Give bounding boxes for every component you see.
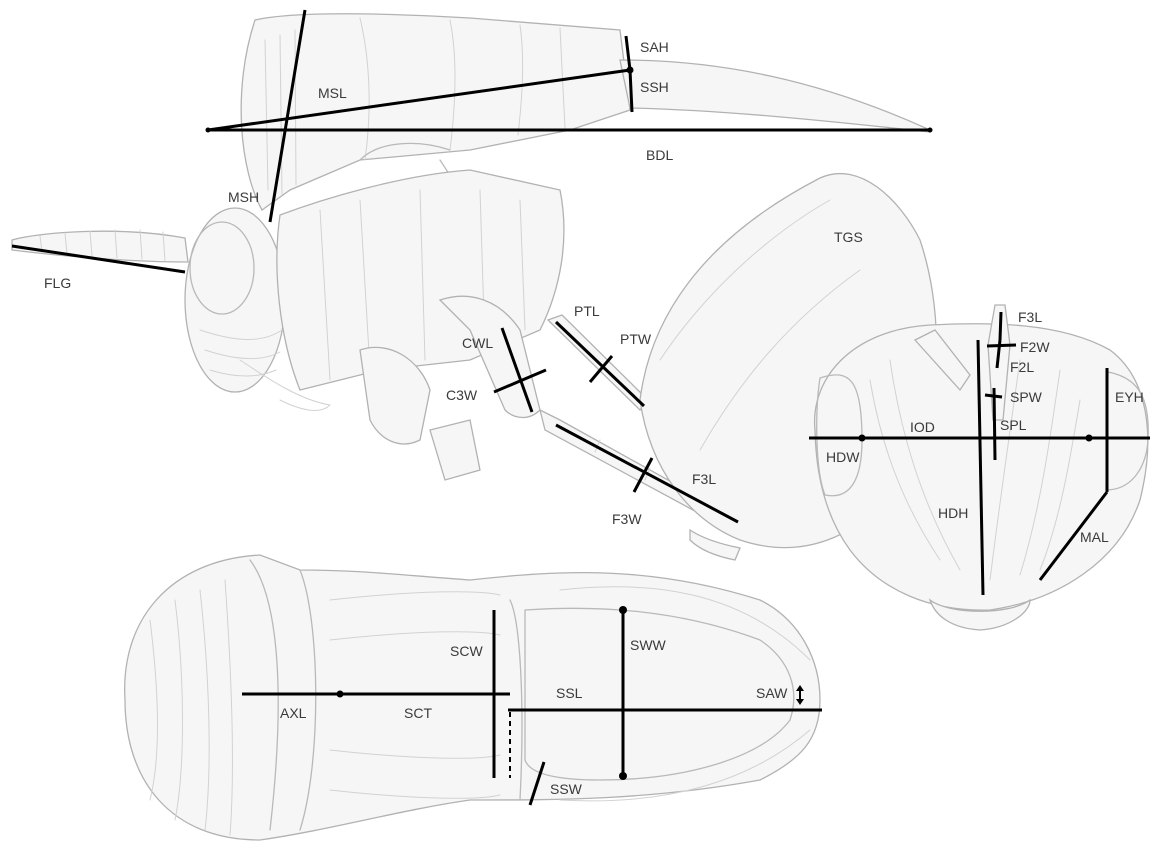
label-hdw: HDW	[826, 449, 860, 465]
label-axl: AXL	[280, 705, 307, 721]
label-f3w: F3W	[612, 511, 642, 527]
label-msl: MSL	[318, 85, 347, 101]
label-f3l-leg: F3L	[692, 471, 716, 487]
label-ptl: PTL	[574, 303, 600, 319]
bdl-end-left	[206, 128, 211, 133]
bdl-end-right	[928, 128, 933, 133]
label-f3l-head: F3L	[1018, 309, 1042, 325]
f2w-line	[987, 345, 1016, 346]
label-ssl: SSL	[556, 685, 583, 701]
ssh-line	[630, 70, 632, 112]
lateral-view-sketch	[12, 14, 936, 560]
sww-top-point	[619, 606, 627, 614]
label-scw: SCW	[450, 643, 483, 659]
label-c3w: C3W	[446, 387, 478, 403]
label-iod: IOD	[910, 419, 935, 435]
label-f2w: F2W	[1020, 339, 1050, 355]
label-spl: SPL	[1000, 417, 1027, 433]
label-sah: SAH	[640, 39, 669, 55]
label-tgs: TGS	[834, 229, 863, 245]
label-hdh: HDH	[938, 505, 968, 521]
axl-sct-junction	[337, 691, 344, 698]
label-ptw: PTW	[620, 331, 652, 347]
sww-bottom-point	[619, 772, 627, 780]
label-saw: SAW	[756, 685, 788, 701]
dorsal-mesosoma-sketch	[125, 555, 820, 840]
label-bdl: BDL	[646, 147, 673, 163]
iod-right-point	[1086, 435, 1093, 442]
label-spw: SPW	[1010, 389, 1043, 405]
label-mal: MAL	[1080, 529, 1109, 545]
label-flg: FLG	[44, 275, 71, 291]
label-msh: MSH	[228, 189, 259, 205]
label-ssw: SSW	[550, 781, 583, 797]
iod-left-point	[859, 435, 866, 442]
f3l-head-line	[1000, 312, 1001, 340]
label-f2l: F2L	[1010, 359, 1034, 375]
label-sct: SCT	[404, 705, 432, 721]
label-eyh: EYH	[1115, 389, 1144, 405]
spl-line	[994, 388, 995, 460]
label-cwl: CWL	[462, 335, 493, 351]
label-sww: SWW	[630, 637, 667, 653]
label-ssh: SSH	[640, 79, 669, 95]
